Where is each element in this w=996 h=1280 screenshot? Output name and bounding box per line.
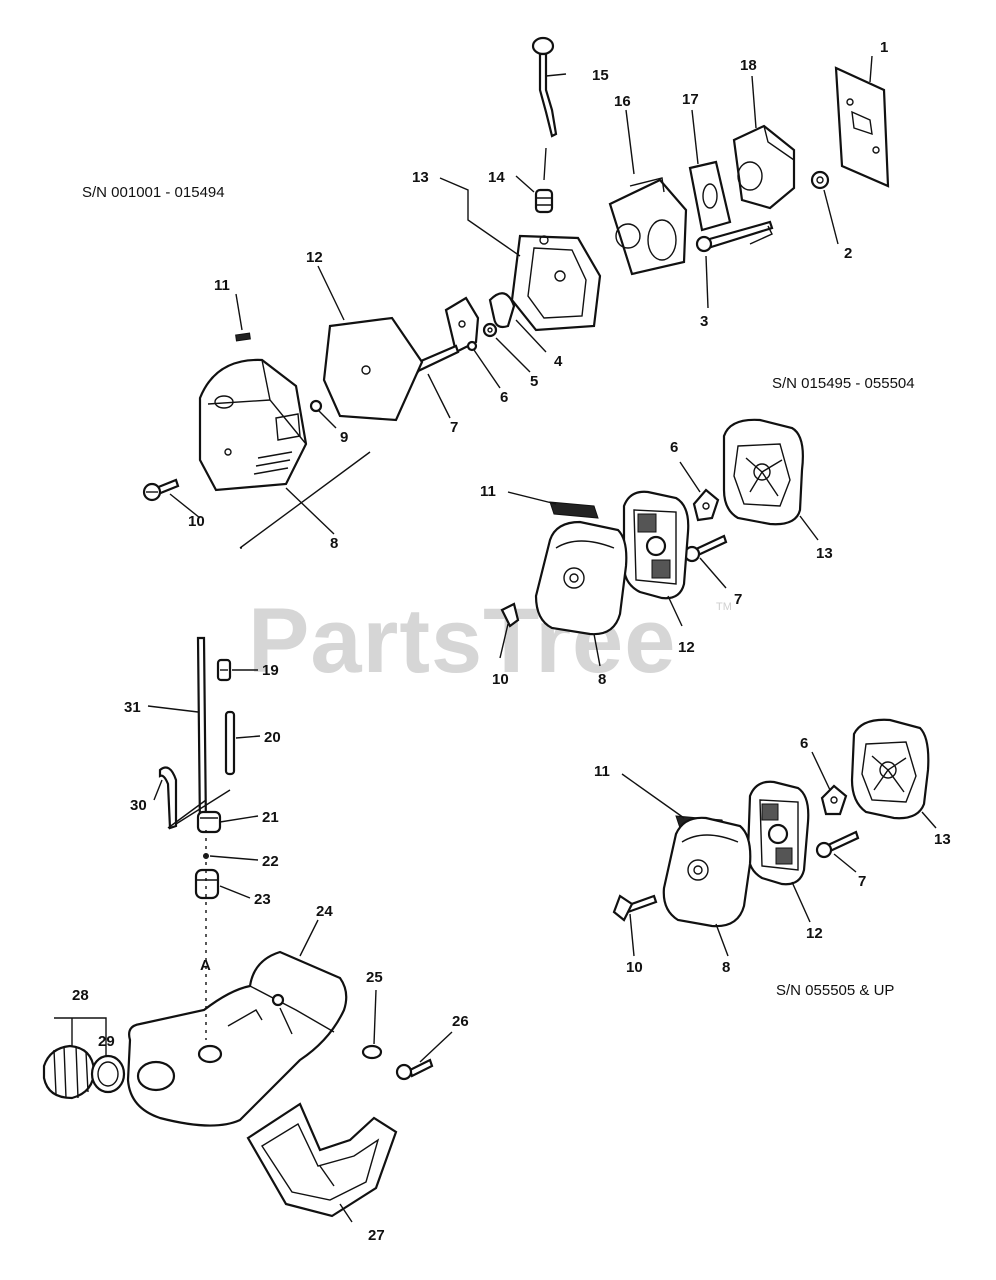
part-small-gasket [688, 160, 732, 232]
callout-12: 12 [306, 249, 323, 266]
callout-29: 29 [98, 1033, 115, 1050]
callout-mid-10: 10 [492, 671, 509, 688]
callout-25: 25 [366, 969, 383, 986]
callout-22: 22 [262, 853, 279, 870]
callout-5: 5 [530, 373, 538, 390]
lower-assembly: 6 7 8 10 11 12 13 [594, 718, 951, 976]
callout-17: 17 [682, 91, 699, 108]
part-low-filter-screen [746, 780, 810, 886]
callout-6: 6 [500, 389, 508, 406]
part-gasket-plate [834, 66, 890, 188]
part-washer-small [482, 322, 498, 338]
part-choke-plate [444, 296, 480, 354]
part-low-filter-base [850, 718, 930, 820]
part-fuel-tank [126, 950, 348, 1127]
top-assembly: 1 2 3 4 5 6 7 8 9 10 11 12 13 14 15 16 1… [142, 36, 890, 552]
part-grommet [534, 188, 554, 214]
callout-low-10: 10 [626, 959, 643, 976]
part-mid-wing-screw [500, 602, 520, 628]
part-carburetor [608, 177, 688, 276]
tank-assembly: 19 20 21 22 23 24 25 26 27 28 29 30 31 A [42, 636, 469, 1244]
callout-mid-7: 7 [734, 591, 742, 608]
part-low-choke-plate [820, 784, 848, 816]
part-filter-cap [216, 658, 232, 682]
callout-14: 14 [488, 169, 505, 186]
part-fuel-filter [194, 868, 220, 900]
callout-mid-6: 6 [670, 439, 678, 456]
callout-mid-13: 13 [816, 545, 833, 562]
callout-8: 8 [330, 535, 338, 552]
part-low-wing-screw [612, 894, 658, 922]
serial-range-b: S/N 015495 - 055504 [772, 375, 915, 392]
callout-27: 27 [368, 1227, 385, 1244]
callout-26: 26 [452, 1013, 469, 1030]
part-tank-washer [361, 1044, 383, 1060]
mid-assembly: 6 7 8 10 11 12 13 [480, 418, 833, 688]
callout-15: 15 [592, 67, 609, 84]
callout-19: 19 [262, 662, 279, 679]
part-nut [810, 170, 830, 190]
callout-low-13: 13 [934, 831, 951, 848]
callout-mid-8: 8 [598, 671, 606, 688]
callout-13: 13 [412, 169, 429, 186]
part-filter-element [322, 316, 424, 422]
callout-1: 1 [880, 39, 888, 56]
callout-low-8: 8 [722, 959, 730, 976]
part-choke-rod [531, 36, 558, 138]
serial-range-c: S/N 055505 & UP [776, 982, 894, 999]
callout-28: 28 [72, 987, 89, 1004]
part-mid-decal [549, 501, 599, 519]
callout-31: 31 [124, 699, 141, 716]
callout-7: 7 [450, 419, 458, 436]
part-o-ring [309, 399, 323, 413]
callout-11: 11 [214, 277, 230, 294]
part-mid-bolt [683, 534, 728, 563]
callout-30: 30 [130, 797, 147, 814]
callout-ref-a: A [200, 957, 211, 974]
part-tank-grommet [196, 810, 222, 834]
callout-23: 23 [254, 891, 271, 908]
part-cover-screw [142, 478, 180, 502]
part-decal [235, 332, 251, 342]
part-mid-cover [534, 520, 628, 636]
part-filter-cover [198, 358, 308, 492]
callout-low-12: 12 [806, 925, 823, 942]
callout-2: 2 [844, 245, 852, 262]
callout-low-6: 6 [800, 735, 808, 752]
callout-20: 20 [264, 729, 281, 746]
part-adapter-body [732, 124, 796, 210]
part-mid-choke-plate [692, 488, 720, 522]
part-long-bolt [695, 220, 774, 253]
callout-low-7: 7 [858, 873, 866, 890]
part-fuel-cap [42, 1044, 96, 1100]
callout-3: 3 [700, 313, 708, 330]
part-cap-gasket [90, 1054, 126, 1094]
callout-21: 21 [262, 809, 279, 826]
callout-16: 16 [614, 93, 631, 110]
callout-mid-12: 12 [678, 639, 695, 656]
callout-10: 10 [188, 513, 205, 530]
part-mid-filter-base [722, 418, 804, 526]
callout-mid-11: 11 [480, 483, 496, 500]
callout-4: 4 [554, 353, 563, 370]
part-tube [224, 710, 236, 776]
serial-range-a: S/N 001001 - 015494 [82, 184, 225, 201]
part-low-bolt [815, 830, 860, 859]
part-return-hose [158, 766, 178, 830]
callout-18: 18 [740, 57, 757, 74]
part-tank-bracket [246, 1102, 398, 1218]
part-mid-filter-screen [622, 490, 690, 600]
part-low-cover [662, 816, 752, 928]
callout-low-11: 11 [594, 763, 610, 780]
part-clip [488, 292, 516, 329]
part-tank-bolt [395, 1058, 434, 1081]
callout-24: 24 [316, 903, 333, 920]
callout-9: 9 [340, 429, 348, 446]
part-filter-base [510, 234, 602, 332]
watermark-trademark: TM [716, 601, 732, 613]
